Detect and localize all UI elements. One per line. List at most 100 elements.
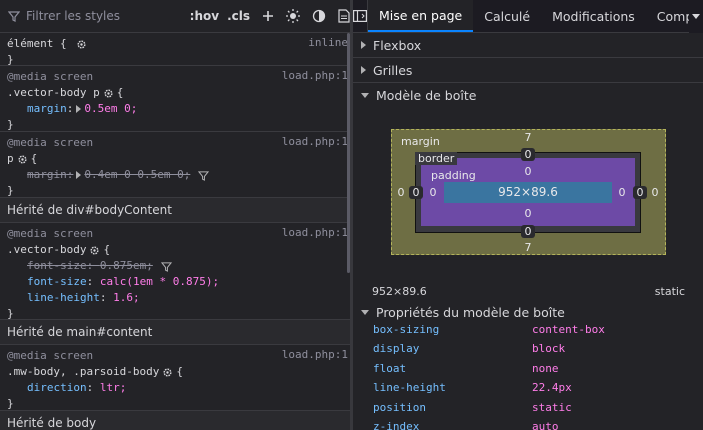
prop-name[interactable]: line-height (27, 291, 100, 304)
rule-selector[interactable]: p (7, 152, 14, 165)
box-model-footer: 952×89.6 static (353, 285, 703, 301)
inherited-header: Hérité de main#content (0, 320, 350, 345)
more-tabs-button[interactable] (689, 0, 703, 33)
pane-splitter[interactable] (350, 0, 353, 430)
rule-media: @media screen (7, 349, 94, 362)
section-grid[interactable]: Grilles (353, 58, 703, 83)
gear-icon[interactable] (76, 39, 87, 50)
rule-source[interactable]: load.php:1 (281, 69, 348, 82)
rule-selector[interactable]: .vector-body p (7, 86, 100, 99)
prop-value[interactable]: 0.875em; (99, 259, 153, 272)
padding-top-value[interactable]: 0 (524, 165, 532, 178)
light-theme-icon[interactable] (286, 9, 300, 23)
prop-value[interactable]: ltr; (99, 381, 127, 394)
margin-right-value[interactable]: 0 (651, 186, 659, 199)
box-model-properties-header[interactable]: Propriétés du modèle de boîte (353, 302, 703, 322)
rule-vector-body: @media screen .vector-body{ font-size: 0… (0, 223, 350, 320)
chevron-right-icon (361, 41, 366, 49)
chevron-down-icon (692, 13, 700, 19)
dark-theme-icon[interactable] (312, 9, 326, 23)
border-left-value[interactable]: 0 (409, 186, 423, 199)
declaration[interactable]: font-size: calc(1em * 0.875); (27, 275, 220, 288)
prop-value[interactable]: 0.5em 0; (84, 102, 138, 115)
tab-computed[interactable]: Calculé (484, 8, 531, 24)
prop-value[interactable]: 0.4em 0 0.5em 0; (84, 168, 191, 181)
prop-name[interactable]: font-size (27, 259, 87, 272)
gear-icon[interactable] (17, 154, 28, 165)
overridden-filter-icon[interactable] (198, 170, 210, 181)
add-rule-icon[interactable] (262, 10, 274, 22)
declaration[interactable]: direction: ltr; (27, 381, 127, 394)
declaration[interactable]: line-height: 1.6; (27, 291, 140, 304)
chevron-right-icon (361, 66, 366, 74)
rule-close: } (7, 184, 14, 197)
section-title: Modèle de boîte (376, 88, 477, 103)
prop-name[interactable]: direction (27, 381, 87, 394)
declaration-overridden[interactable]: margin:0.4em 0 0.5em 0; (7, 167, 343, 183)
padding-right-value[interactable]: 0 (618, 186, 626, 199)
layout-pane: Mise en page Calculé Modifications Compa… (353, 0, 703, 430)
gear-icon[interactable] (89, 245, 100, 256)
overridden-filter-icon[interactable] (160, 261, 172, 272)
inherited-header: Hérité de div#bodyContent (0, 198, 350, 223)
scrollbar-thumb[interactable] (347, 33, 350, 273)
toggle-sidebar-button[interactable] (353, 0, 368, 32)
padding-bottom-value[interactable]: 0 (524, 207, 532, 220)
content-box[interactable]: 952×89.6 (444, 182, 612, 203)
declaration[interactable]: margin:0.5em 0; (27, 102, 138, 115)
gear-icon[interactable] (103, 88, 114, 99)
prop-value[interactable]: 1.6; (113, 291, 140, 304)
declaration-overridden[interactable]: font-size: 0.875em; (7, 258, 343, 274)
cls-button[interactable]: .cls (227, 9, 250, 23)
padding-label: padding (431, 169, 476, 182)
prop-name[interactable]: margin (27, 168, 67, 181)
rule-selector[interactable]: .mw-body, .parsoid-body (7, 365, 160, 378)
property-value: block (532, 342, 566, 356)
property-value: content-box (532, 323, 605, 336)
border-bottom-value[interactable]: 0 (521, 225, 535, 238)
tab-layout[interactable]: Mise en page (368, 0, 474, 32)
hov-button[interactable]: :hov (189, 9, 220, 23)
rule-source[interactable]: load.php:1 (281, 348, 348, 361)
margin-label: margin (401, 135, 440, 148)
property-name: box-sizing (373, 323, 440, 336)
rule-mw-body: @media screen .mw-body, .parsoid-body{ d… (0, 345, 350, 411)
filter-styles-input[interactable]: Filtrer les styles (8, 9, 182, 23)
rule-source[interactable]: load.php:1 (281, 135, 348, 148)
prop-name[interactable]: font-size (27, 275, 87, 288)
expand-icon[interactable] (76, 171, 82, 179)
border-label: border (415, 152, 458, 165)
expand-icon[interactable] (76, 105, 82, 113)
property-name: z-index (373, 419, 420, 430)
rule-open: { (116, 86, 124, 99)
margin-bottom-value[interactable]: 7 (524, 241, 532, 254)
prop-name[interactable]: margin (27, 102, 67, 115)
rule-selector: élément { (7, 37, 74, 50)
print-media-icon[interactable] (338, 9, 350, 23)
rule-source[interactable]: load.php:1 (281, 226, 348, 239)
inherited-header: Hérité de body (0, 411, 350, 430)
element-size: 952×89.6 (372, 285, 427, 298)
rule-close: } (7, 397, 14, 410)
margin-top-value[interactable]: 7 (524, 131, 532, 144)
margin-left-value[interactable]: 0 (397, 186, 405, 199)
section-flexbox[interactable]: Flexbox (353, 33, 703, 58)
gear-icon[interactable] (162, 367, 173, 378)
rule-source[interactable]: inline (308, 36, 348, 49)
border-right-value[interactable]: 0 (633, 186, 647, 199)
property-row[interactable]: box-sizing content-box (353, 323, 703, 342)
rule-close: } (7, 53, 14, 66)
border-top-value[interactable]: 0 (521, 148, 535, 161)
padding-left-value[interactable]: 0 (429, 186, 437, 199)
rule-selector[interactable]: .vector-body (7, 243, 87, 256)
section-boxmodel[interactable]: Modèle de boîte (353, 83, 703, 108)
rule-media: @media screen (7, 70, 94, 83)
prop-value[interactable]: calc(1em * 0.875); (99, 275, 220, 288)
tab-changes[interactable]: Modifications (552, 8, 635, 24)
